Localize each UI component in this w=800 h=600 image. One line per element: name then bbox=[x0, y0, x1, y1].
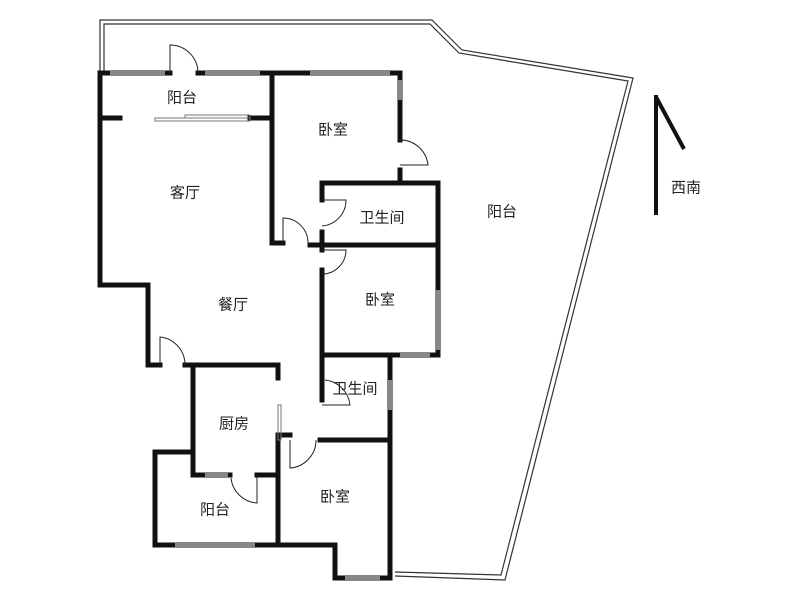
compass bbox=[654, 95, 686, 215]
room-label-kitchen-balcony: 阳台 bbox=[200, 501, 230, 519]
room-label-large-balcony: 阳台 bbox=[487, 203, 517, 221]
room-label-bathroom-1: 卫生间 bbox=[359, 209, 404, 227]
doors bbox=[159, 44, 429, 504]
room-label-master-bedroom: 卧室 bbox=[318, 121, 348, 139]
room-label-living-room: 客厅 bbox=[170, 184, 200, 202]
room-label-dining-room: 餐厅 bbox=[218, 296, 248, 314]
room-label-bathroom-2: 卫生间 bbox=[332, 380, 377, 398]
room-label-bedroom-2: 卧室 bbox=[365, 291, 395, 309]
room-label-balcony-top: 阳台 bbox=[167, 89, 197, 107]
compass-direction-label: 西南 bbox=[671, 179, 701, 197]
room-label-bedroom-3: 卧室 bbox=[320, 488, 350, 506]
room-label-kitchen: 厨房 bbox=[219, 415, 249, 433]
windows bbox=[110, 71, 440, 580]
outer-balcony-outline bbox=[99, 19, 634, 581]
walls bbox=[97, 70, 441, 581]
